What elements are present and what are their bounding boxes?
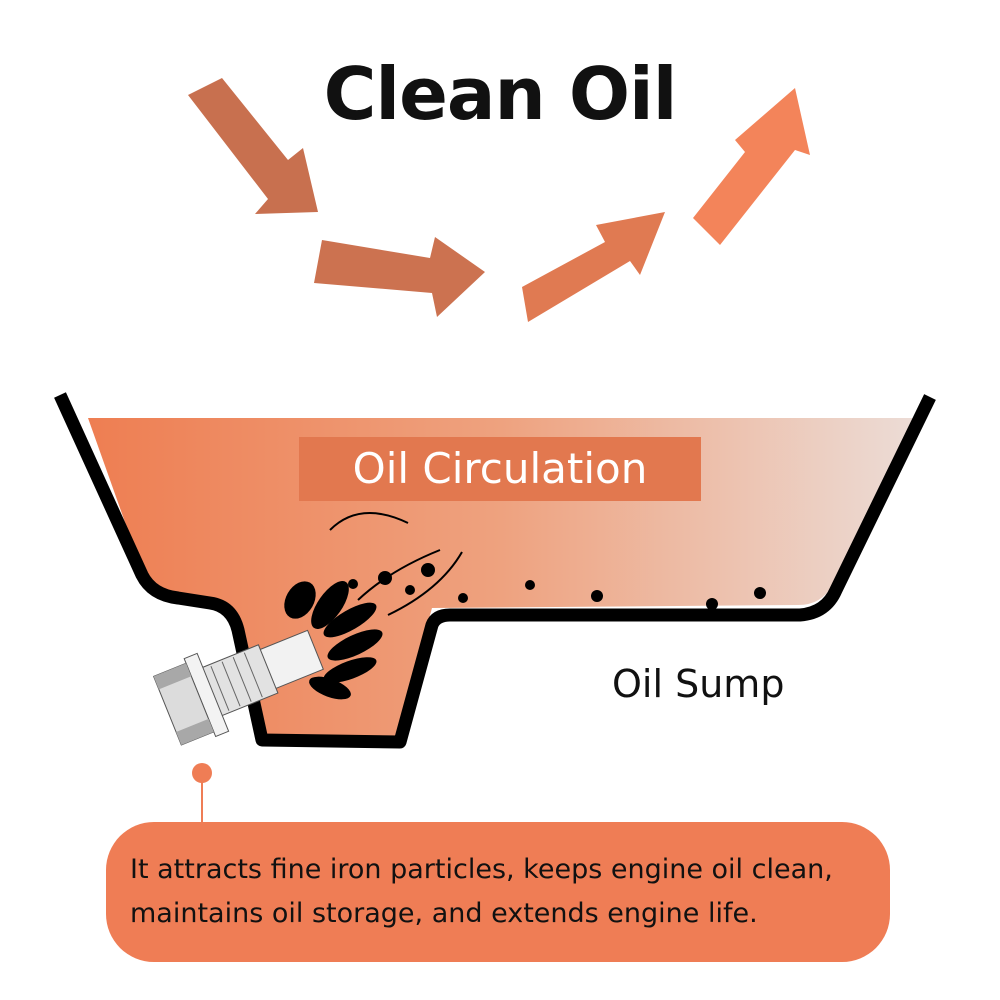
magnetic-drain-plug-icon <box>152 629 324 746</box>
arrow-3 <box>522 212 665 322</box>
oil-circulation-label: Oil Circulation <box>299 437 701 501</box>
arrow-4 <box>693 88 810 245</box>
callout-pointer <box>192 763 212 825</box>
callout-box: It attracts fine iron particles, keeps e… <box>106 822 890 962</box>
pan-outline <box>54 392 936 749</box>
callout-line-1: It attracts fine iron particles, keeps e… <box>130 854 833 885</box>
arrow-2 <box>314 237 485 317</box>
page-title: Clean Oil <box>323 52 678 136</box>
oil-sump-label: Oil Sump <box>612 662 785 706</box>
arrow-1 <box>188 78 318 214</box>
debris-particles <box>284 512 766 700</box>
callout-line-2: maintains oil storage, and extends engin… <box>130 898 758 929</box>
flow-arrows <box>188 78 810 322</box>
